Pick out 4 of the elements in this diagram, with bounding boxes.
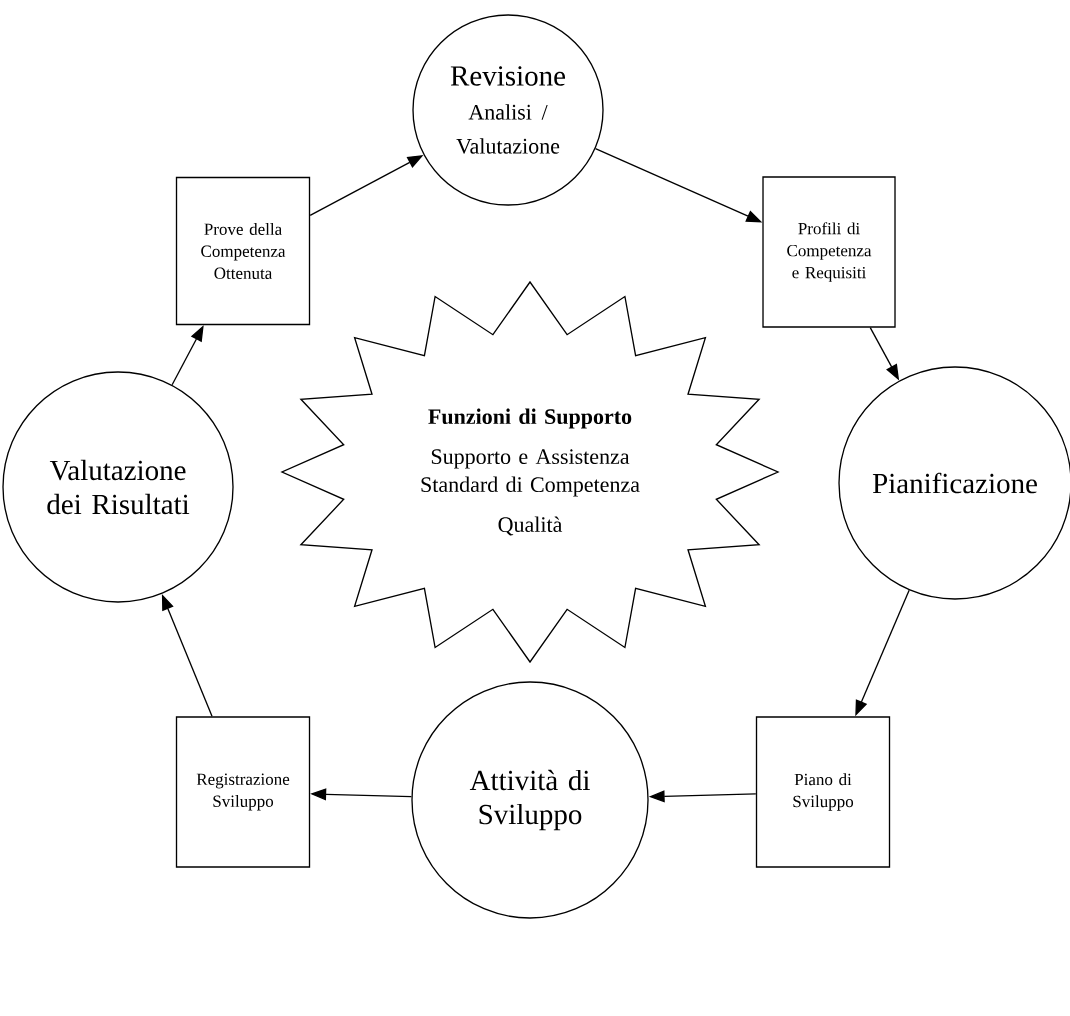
process-box: Registrazione Sviluppo (175, 716, 311, 868)
process-box: Piano di Sviluppo (755, 716, 891, 868)
process-box: Profili di Competenza e Requisiti (762, 176, 896, 328)
process-box: Prove della Competenza Ottenuta (175, 176, 311, 326)
